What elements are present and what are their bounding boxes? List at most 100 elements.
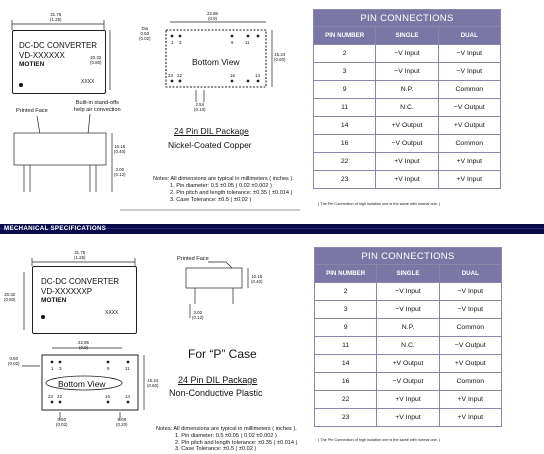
table-row: 3−V Input−V Input: [312, 62, 502, 81]
cell-single: +V Output: [375, 116, 439, 135]
cell-pin-number: 16: [313, 372, 378, 391]
cell-dual: −V Input: [437, 62, 502, 81]
bottom-dim-pitch: Dia 0.50 (0.02): [139, 26, 151, 41]
cell-dual: +V Input: [438, 408, 503, 427]
cell-single: −V Output: [375, 134, 439, 153]
cell-single: −V Input: [375, 62, 439, 81]
note-2: 2. Pin pitch and length tolerance: ±0.35…: [170, 190, 293, 196]
cell-single: N.P.: [375, 80, 439, 99]
p-pin-label-11: 11: [125, 366, 130, 371]
package-line2: Nickel-Coated Copper: [168, 140, 252, 150]
section-title: MECHANICAL SPECIFICATIONS: [4, 225, 107, 232]
bottom-dim-spacing: 2.54 (0.10): [194, 102, 206, 112]
p-package-line1: 24 Pin DIL Package: [178, 375, 258, 385]
cell-dual: Common: [437, 80, 502, 99]
header-dual-bottom: DUAL: [438, 264, 503, 283]
cell-dual: −V Input: [437, 44, 502, 63]
module-dim-height: 20.32 (0.80): [90, 55, 102, 65]
cell-single: −V Input: [376, 282, 440, 301]
cell-dual: Common: [438, 318, 503, 337]
header-single-bottom: SINGLE: [376, 264, 440, 283]
cell-single: −V Input: [375, 44, 439, 63]
pin-label-11: 11: [245, 40, 250, 45]
p-pin-label-9: 9: [107, 366, 110, 371]
p-module-top-view: DC-DC CONVERTER VD-XXXXXXP MOTIEN XXXX: [32, 266, 137, 334]
cell-single: +V Input: [375, 170, 439, 189]
table-title-bottom: PIN CONNECTIONS: [314, 247, 502, 265]
header-dual: DUAL: [437, 26, 502, 45]
table-row: 23+V Input+V Input: [312, 170, 502, 189]
p-pin-label-16: 16: [105, 394, 110, 399]
p-side-dim-pin: 3.00 (0.12): [192, 310, 204, 320]
p-module-dim-width: 31.75 (1.25): [74, 250, 86, 260]
cell-pin-number: 16: [312, 134, 377, 153]
note-1: 1. Pin diameter: 0.5 ±0.05 ( 0.02 ±0.002…: [170, 183, 272, 189]
cell-pin-number: 23: [312, 170, 377, 189]
header-pin-number-bottom: PIN NUMBER: [313, 264, 378, 283]
module-line1: DC-DC CONVERTER: [19, 41, 98, 50]
cell-single: N.C.: [376, 336, 440, 355]
label-standoffs: Built-in stand-offs help air convection: [74, 100, 121, 113]
cell-dual: +V Input: [438, 390, 503, 409]
p-bottom-view-label: Bottom View: [58, 379, 106, 389]
bottom-dim-width: 22.86 (0.9): [207, 11, 218, 21]
p-pin-label-1: 1: [51, 366, 54, 371]
p-bottom-dim-pitch: 0.50 (0.02): [8, 356, 20, 366]
module-dim-width: 31.75 (1.25): [50, 12, 62, 22]
module-brand: MOTIEN: [19, 61, 45, 68]
cell-single: −V Output: [376, 372, 440, 391]
cell-dual: +V Input: [437, 170, 502, 189]
p-module-line1: DC-DC CONVERTER: [41, 277, 120, 286]
p-bottom-dim-height: 15.24 (0.60): [147, 378, 159, 388]
pin-connections-table-top: PIN CONNECTIONS PIN NUMBER SINGLE DUAL 2…: [312, 9, 502, 189]
cell-dual: −V Output: [438, 336, 503, 355]
pin-connections-table-bottom: PIN CONNECTIONS PIN NUMBER SINGLE DUAL 2…: [313, 247, 503, 427]
p-module-line2: VD-XXXXXXP: [41, 287, 93, 296]
cell-pin-number: 23: [313, 408, 378, 427]
pin-label-22: 22: [177, 73, 182, 78]
note-3: 3. Case Tolerance: ±0.5 ( ±0.02 ): [170, 197, 252, 203]
table-row: 23+V Input+V Input: [313, 408, 503, 427]
p-pin-label-3: 3: [59, 366, 62, 371]
cell-pin-number: 3: [312, 62, 377, 81]
cell-dual: +V Output: [437, 116, 502, 135]
bottom-dim-height: 15.24 (0.60): [274, 52, 286, 62]
label-printed-face: Printed Face: [16, 108, 48, 114]
cell-dual: Common: [437, 134, 502, 153]
side-dim-height: 10.16 (0.40): [114, 144, 126, 154]
cell-single: +V Input: [375, 152, 439, 171]
cell-pin-number: 2: [313, 282, 378, 301]
p-note-3: 3. Case Tolerance: ±0.5 ( ±0.02 ): [175, 446, 257, 452]
table-row: 3−V Input−V Input: [313, 300, 503, 319]
cell-pin-number: 11: [313, 336, 378, 355]
cell-dual: Common: [438, 372, 503, 391]
header-pin-number: PIN NUMBER: [312, 26, 377, 45]
p-note-1: 1. Pin diameter: 0.5 ±0.05 ( 0.02 ±0.002…: [175, 433, 277, 439]
p-pin-label-14: 14: [125, 394, 130, 399]
table-row: 14+V Output+V Output: [313, 354, 503, 373]
cell-single: +V Input: [376, 390, 440, 409]
bottom-view-label: Bottom View: [192, 57, 240, 67]
p-pin1-dot-icon: [41, 315, 45, 319]
p-label-printed-face: Printed Face: [177, 256, 209, 262]
cell-pin-number: 14: [313, 354, 378, 373]
module-line2: VD-XXXXXX: [19, 51, 65, 60]
cell-pin-number: 3: [313, 300, 378, 319]
cell-dual: −V Input: [438, 282, 503, 301]
p-module-brand: MOTIEN: [41, 297, 67, 304]
pin-label-16: 16: [230, 73, 235, 78]
cell-single: N.C.: [375, 98, 439, 117]
cell-pin-number: 22: [313, 390, 378, 409]
table-footnote-bottom: ( The Pin Connection of high isolation o…: [318, 438, 441, 442]
cell-single: +V Output: [376, 354, 440, 373]
module-top-view: DC-DC CONVERTER VD-XXXXXX MOTIEN XXXX: [12, 30, 106, 94]
p-package-line2: Non-Conductive Plastic: [169, 388, 263, 398]
cell-single: −V Input: [376, 300, 440, 319]
cell-pin-number: 9: [313, 318, 378, 337]
pin-label-1: 1: [171, 40, 174, 45]
cell-pin-number: 9: [312, 80, 377, 99]
